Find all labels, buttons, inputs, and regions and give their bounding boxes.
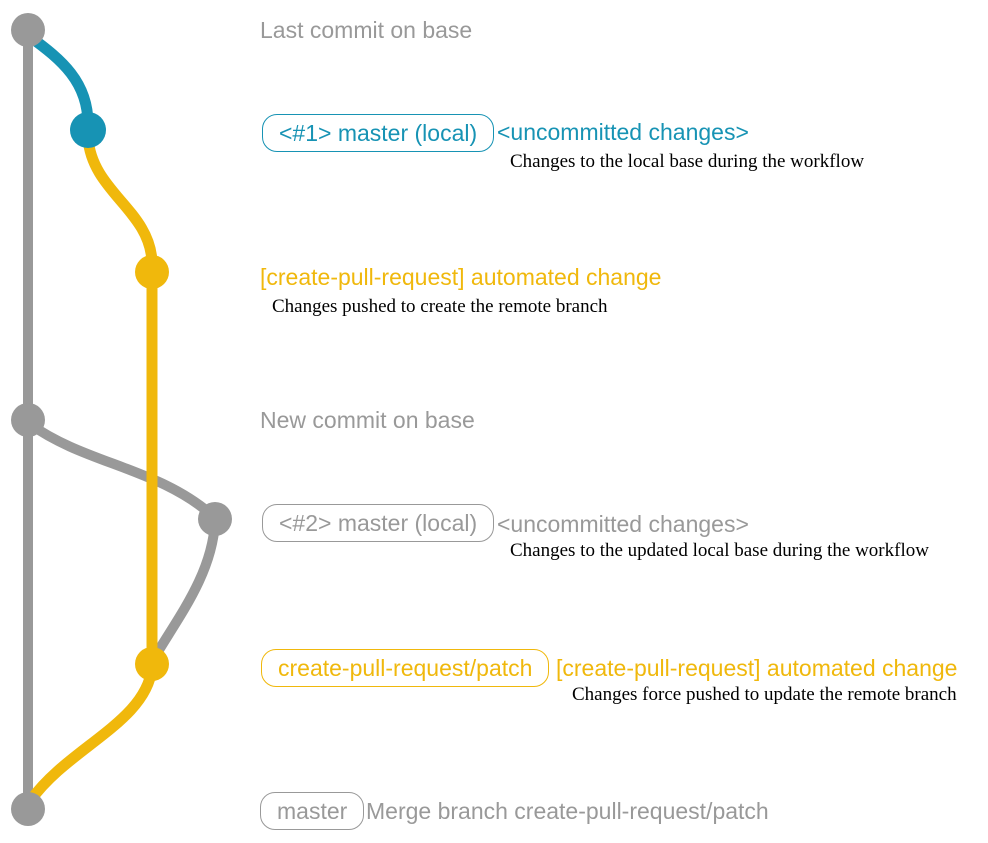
master-badge: master: [260, 792, 365, 830]
commit-dot-base-top: [11, 13, 45, 47]
new-commit-label: New commit on base: [260, 407, 475, 433]
uncommitted-branch-curve: [23, 30, 94, 130]
automated-change-2-heading: [create-pull-request] automated change: [556, 655, 958, 681]
uncommitted-changes-2-heading: <uncommitted changes>: [497, 511, 749, 537]
uncommitted-changes-1-description: Changes to the local base during the wor…: [510, 151, 865, 172]
automated-change-1-description: Changes pushed to create the remote bran…: [272, 296, 608, 317]
automated-change-2-description: Changes force pushed to update the remot…: [572, 684, 957, 705]
base-update-curve: [25, 419, 219, 522]
commit-dot-patch-2: [135, 647, 169, 681]
patch-branch-curve-top: [82, 132, 158, 268]
commit-dot-uncommitted-2: [198, 502, 232, 536]
master-local-1-badge: <#1> master (local): [262, 114, 495, 152]
uncommitted-changes-2-description: Changes to the updated local base during…: [510, 540, 929, 561]
commit-dot-base-new: [11, 403, 45, 437]
last-commit-label: Last commit on base: [260, 17, 473, 43]
merge-label: Merge branch create-pull-request/patch: [366, 798, 769, 824]
uncommitted-changes-1-heading: <uncommitted changes>: [497, 119, 749, 145]
rebase-merge-curve: [148, 517, 220, 665]
automated-change-1-heading: [create-pull-request] automated change: [260, 264, 662, 290]
commit-dot-patch-1: [135, 255, 169, 289]
master-local-2-badge: <#2> master (local): [262, 504, 495, 542]
commit-dot-uncommitted-1: [70, 112, 106, 148]
patch-merge-curve: [25, 662, 158, 806]
patch-branch-badge: create-pull-request/patch: [261, 649, 550, 687]
commit-dot-merge: [11, 792, 45, 826]
